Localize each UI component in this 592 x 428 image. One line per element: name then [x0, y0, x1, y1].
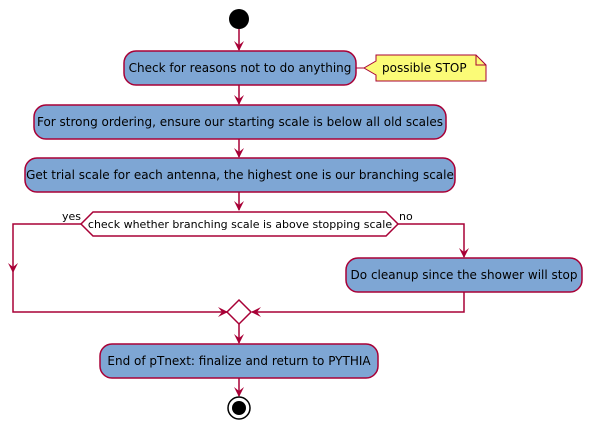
- activity-check-reasons-label: Check for reasons not to do anything: [129, 61, 352, 75]
- flow-yes-branch: [8, 223, 81, 273]
- activity-strong-ordering-label: For strong ordering, ensure our starting…: [37, 115, 443, 129]
- branch-no-label: no: [399, 210, 413, 223]
- start-node: [229, 9, 249, 29]
- end-node: [227, 396, 251, 420]
- activity-check-reasons: Check for reasons not to do anything: [123, 50, 357, 86]
- branch-yes-label: yes: [62, 210, 81, 223]
- decision-branching-scale: check whether branching scale is above s…: [79, 211, 400, 237]
- activity-trial-scale-label: Get trial scale for each antenna, the hi…: [26, 168, 454, 182]
- note-label: possible STOP: [382, 61, 467, 75]
- activity-cleanup-label: Do cleanup since the shower will stop: [351, 268, 578, 282]
- flow-yes-merge: [12, 272, 228, 317]
- flow-no-branch: [398, 223, 469, 258]
- note-possible-stop: possible STOP: [363, 54, 487, 82]
- flow-no-merge: [251, 292, 465, 317]
- activity-finalize-label: End of pTnext: finalize and return to PY…: [107, 354, 371, 368]
- decision-condition-label: check whether branching scale is above s…: [88, 218, 392, 231]
- merge-diamond: [225, 298, 253, 326]
- activity-trial-scale: Get trial scale for each antenna, the hi…: [24, 157, 456, 193]
- activity-finalize: End of pTnext: finalize and return to PY…: [99, 343, 379, 379]
- activity-strong-ordering: For strong ordering, ensure our starting…: [33, 104, 447, 140]
- activity-cleanup: Do cleanup since the shower will stop: [345, 257, 583, 293]
